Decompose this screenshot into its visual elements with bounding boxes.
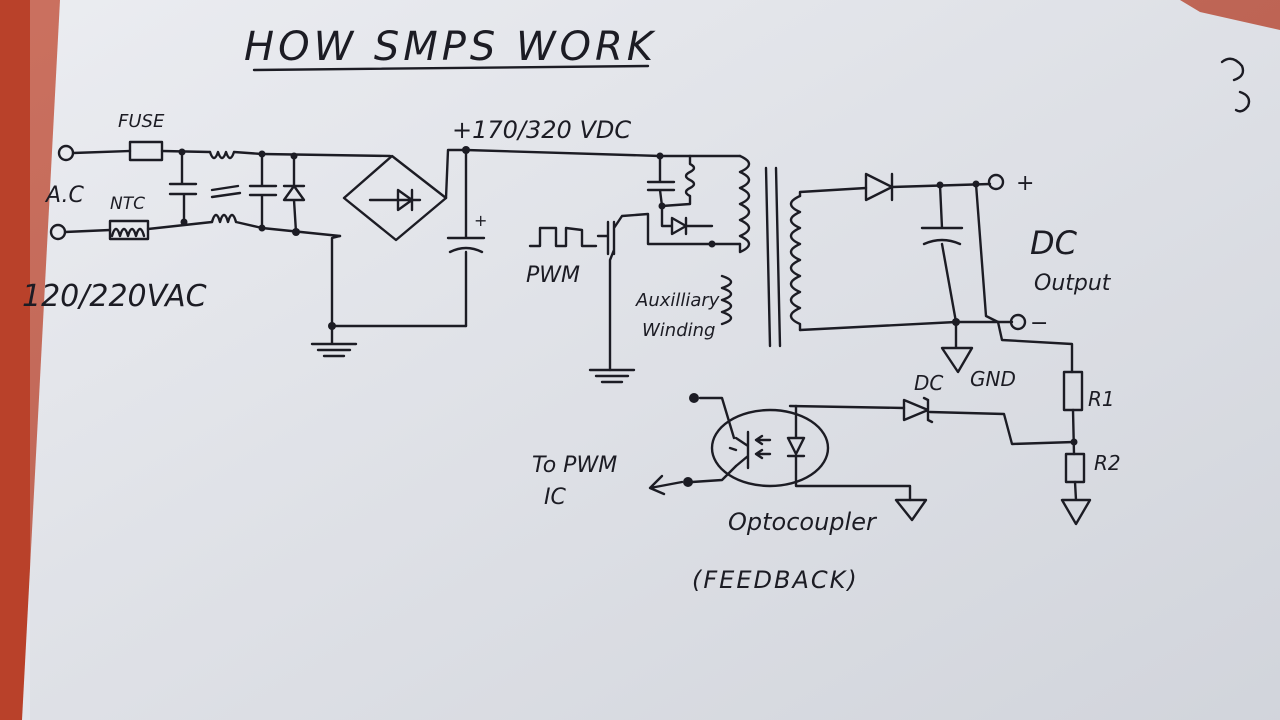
wire-regulator-to-divider: [928, 410, 1076, 446]
pwm-waveform-icon: [528, 226, 598, 248]
regulator-dc-label: DC: [914, 371, 943, 395]
output-capacitor-symbol: [920, 183, 964, 324]
snubber-resistor-symbol: [660, 154, 696, 208]
output-minus-label: −: [1030, 311, 1048, 336]
opto-phototransistor-symbol: [728, 430, 750, 470]
wire-fuse-to-filter: [160, 149, 212, 154]
pwm-label: PWM: [526, 263, 580, 288]
choke-top-winding: [208, 150, 264, 160]
wire-bridge-negative: [330, 234, 342, 328]
wire-secondary-top: [798, 186, 868, 198]
title-underline: [252, 64, 650, 72]
ac-label: A.C: [44, 183, 84, 208]
dc-bus-label: +170/320 VDC: [452, 116, 631, 144]
choke-core: [210, 184, 242, 199]
ntc-label: NTC: [110, 194, 145, 214]
bulk-cap-plus: +: [474, 211, 487, 230]
dc-output-label-1: DC: [1030, 224, 1078, 262]
wire-output-feedback: [974, 182, 1000, 324]
opto-terminal-collector: [689, 393, 699, 403]
ground-symbol-opto: [894, 498, 928, 522]
mosfet-symbol: [596, 212, 742, 372]
opto-led-symbol: [786, 404, 912, 502]
output-plus-label: +: [1016, 171, 1034, 196]
auxiliary-winding-symbol: [720, 274, 733, 326]
bridge-rectifier-diode: [368, 188, 422, 212]
node-drain: [708, 240, 716, 248]
wire-opto-to-regulator: [788, 404, 906, 410]
aux-winding-label-2: Winding: [642, 320, 715, 341]
r2-label: R2: [1094, 451, 1121, 475]
wire-bridge-positive: [444, 148, 468, 200]
fuse-label: FUSE: [118, 111, 165, 132]
output-terminal-positive: [987, 173, 1005, 191]
to-pwm-label-2: IC: [544, 485, 566, 510]
transformer-core: [764, 166, 782, 348]
transformer-primary-winding: [738, 154, 751, 254]
ground-symbol-secondary: [940, 320, 974, 374]
ntc-zigzag: [110, 227, 146, 238]
wire-r1-to-r2: [1071, 408, 1076, 456]
opto-transistor-leads: [690, 396, 738, 484]
bulk-capacitor-symbol: [446, 148, 486, 328]
snubber-capacitor-symbol: [646, 154, 676, 208]
binder-clip-icon: [1220, 57, 1251, 113]
transformer-secondary-winding: [789, 194, 802, 332]
choke-bottom-winding: [210, 213, 264, 230]
wire-ac-to-ntc: [63, 228, 112, 234]
wire-filter-to-bridge: [260, 152, 392, 238]
gnd-label: GND: [970, 367, 1016, 391]
snubber-diode-symbol: [660, 204, 714, 236]
to-pwm-arrow-icon: [648, 474, 684, 496]
paper-shading: [30, 0, 1280, 720]
feedback-label: (FEEDBACK): [692, 566, 859, 594]
r1-label: R1: [1088, 387, 1115, 411]
dc-output-label-2: Output: [1034, 271, 1112, 296]
y-capacitor-symbol: [248, 152, 278, 230]
opto-light-arrows-icon: [754, 434, 772, 460]
ground-symbol-divider: [1060, 480, 1092, 526]
wire-ntc-to-filter: [146, 220, 214, 231]
tvs-diode-symbol: [282, 154, 306, 234]
to-pwm-label-1: To PWM: [532, 453, 617, 478]
optocoupler-label: Optocoupler: [728, 508, 878, 536]
output-terminal-negative: [1009, 313, 1027, 331]
aux-winding-label-1: Auxilliary: [635, 290, 720, 311]
wire-ac-to-fuse: [71, 149, 132, 155]
bridge-rectifier-outline: [342, 154, 448, 242]
ground-symbol-primary: [310, 324, 358, 358]
input-voltage-label: 120/220VAC: [22, 279, 207, 314]
opto-terminal-emitter: [683, 477, 693, 487]
regulator-diode-symbol: [902, 396, 934, 424]
optocoupler-body: [710, 408, 830, 488]
ground-symbol-mosfet: [588, 368, 636, 384]
wire-to-r1: [996, 320, 1074, 374]
diagram-title: HOW SMPS WORK: [244, 24, 657, 70]
x-capacitor-symbol: [168, 150, 198, 224]
